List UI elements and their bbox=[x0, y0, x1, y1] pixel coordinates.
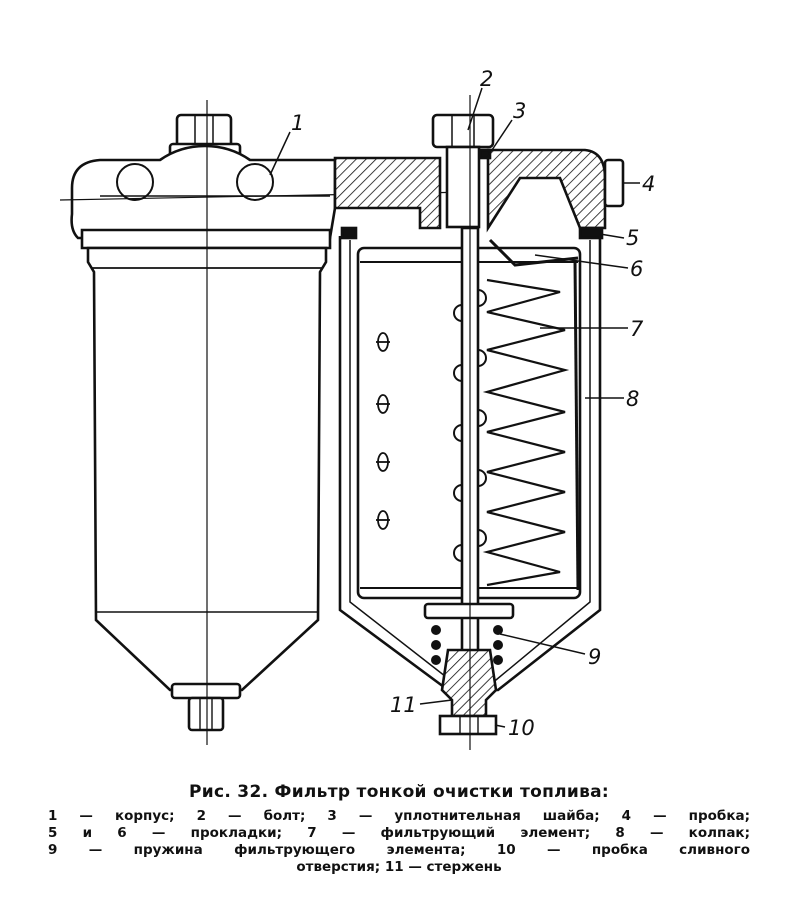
gasket-6 bbox=[488, 238, 579, 267]
plug bbox=[603, 158, 625, 208]
housing-head bbox=[70, 144, 337, 240]
caption-title: Рис. 32. Фильтр тонкой очистки топлива: bbox=[188, 782, 610, 802]
drain-body bbox=[440, 648, 498, 718]
callout-9: 9 bbox=[588, 645, 601, 669]
callout-10: 10 bbox=[508, 716, 535, 740]
caption-legend: 1 — корпус; 2 — болт; 3 — уплотнительная… bbox=[40, 808, 758, 876]
callout-8: 8 bbox=[626, 387, 639, 411]
legend-line: 9 — пружина фильтрующего элемента; 10 — … bbox=[48, 842, 750, 858]
left-filter-exterior bbox=[70, 113, 337, 732]
legend-line: 1 — корпус; 2 — болт; 3 — уплотнительная… bbox=[48, 808, 750, 824]
perforation-holes bbox=[376, 332, 390, 530]
callout-1: 1 bbox=[291, 111, 304, 135]
legend-line: 5 и 6 — прокладки; 7 — фильтрующий элеме… bbox=[48, 825, 750, 841]
callout-11: 11 bbox=[390, 693, 417, 717]
bolt-head bbox=[431, 113, 495, 149]
callout-6: 6 bbox=[630, 257, 643, 281]
left-drain-plug bbox=[187, 696, 225, 732]
callout-2: 2 bbox=[480, 67, 493, 91]
spring bbox=[431, 625, 503, 665]
housing-section bbox=[333, 156, 442, 230]
figure-caption: Рис. 32. Фильтр тонкой очистки топлива: … bbox=[40, 782, 758, 876]
filter-diagram: 1 2 3 4 5 6 7 8 9 11 10 bbox=[59, 67, 655, 750]
callout-5: 5 bbox=[626, 226, 639, 250]
callouts: 1 2 3 4 5 6 7 8 9 11 10 bbox=[291, 67, 655, 740]
corrugated-element bbox=[482, 278, 570, 587]
drain-plug bbox=[438, 714, 498, 736]
callout-3: 3 bbox=[513, 99, 526, 123]
gasket-5 bbox=[578, 226, 604, 240]
legend-line: отверстия; 11 — стержень bbox=[296, 859, 502, 875]
callout-7: 7 bbox=[630, 317, 644, 341]
right-filter-section bbox=[333, 113, 625, 736]
callout-4: 4 bbox=[642, 172, 655, 196]
leader-lines bbox=[269, 87, 640, 728]
left-bolt-head bbox=[175, 113, 233, 149]
